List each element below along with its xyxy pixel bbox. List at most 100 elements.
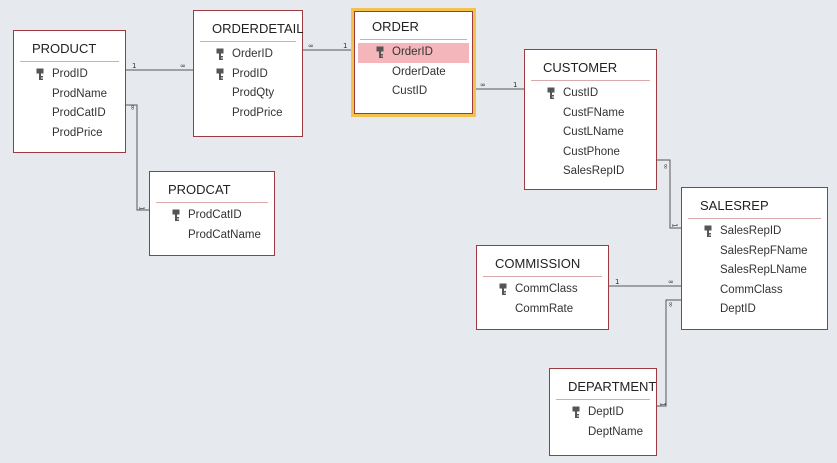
key-icon (172, 209, 180, 222)
link-department-salesrep[interactable] (657, 299, 681, 407)
field-row[interactable]: OrderID (198, 45, 298, 65)
field-list: SalesRepID SalesRepFName SalesRepLName C… (682, 219, 827, 320)
field-list: DeptID DeptName (550, 400, 656, 442)
card-product-prodcat-from: ∞ (128, 104, 137, 111)
key-icon (216, 48, 224, 61)
field-name: CustFName (563, 106, 625, 119)
table-order[interactable]: ORDER OrderID OrderDate CustID (351, 8, 476, 117)
field-row[interactable]: CommRate (481, 300, 604, 320)
field-row[interactable]: DeptID (554, 403, 652, 423)
table-title: PRODCAT (156, 172, 268, 203)
field-name: SalesRepID (563, 165, 625, 177)
table-orderdetail[interactable]: ORDERDETAIL OrderID ProdID ProdQty ProdP… (193, 10, 304, 137)
field-row[interactable]: OrderDate (358, 63, 469, 83)
field-name: CommRate (515, 302, 574, 315)
card-orderdetail-order-from: ∞ (308, 42, 314, 50)
card-commission-salesrep-from: 1 (615, 278, 620, 286)
field-name: ProdPrice (52, 126, 103, 139)
field-name: CustPhone (563, 145, 620, 158)
key-icon (572, 406, 580, 419)
table-title: DEPARTMENT (556, 369, 656, 400)
key-icon (704, 225, 712, 238)
key-icon (216, 68, 224, 81)
field-row[interactable]: ProdCatID (18, 104, 121, 124)
field-row[interactable]: ProdID (18, 65, 121, 85)
field-name: ProdCatID (188, 209, 242, 221)
field-row[interactable]: CustID (529, 84, 652, 104)
table-salesrep[interactable]: SALESREP SalesRepID SalesRepFName SalesR… (681, 187, 828, 330)
field-list: CommClass CommRate (477, 277, 608, 319)
field-list: ProdCatID ProdCatName (150, 203, 274, 245)
field-row[interactable]: CustPhone (529, 143, 652, 163)
key-icon (36, 68, 44, 81)
card-commission-salesrep-to: ∞ (668, 278, 674, 286)
field-row[interactable]: CommClass (481, 280, 604, 300)
card-order-customer-from: ∞ (480, 81, 486, 89)
card-order-customer-to: 1 (513, 81, 518, 89)
key-icon (499, 283, 507, 296)
field-name: OrderID (392, 46, 433, 58)
table-title: CUSTOMER (531, 50, 650, 81)
key-icon (376, 46, 384, 59)
field-list: CustID CustFName CustLName CustPhone Sal… (525, 81, 656, 182)
field-list: OrderID OrderDate CustID (354, 40, 473, 102)
field-name: CommClass (720, 283, 783, 296)
table-title: COMMISSION (483, 246, 602, 277)
field-name: DeptName (588, 425, 643, 438)
field-row-selected[interactable]: OrderID (358, 43, 469, 63)
field-list: ProdID ProdName ProdCatID ProdPrice (14, 62, 125, 143)
field-row[interactable]: ProdName (18, 85, 121, 105)
field-row[interactable]: SalesRepLName (686, 261, 823, 281)
field-row[interactable]: CommClass (686, 281, 823, 301)
card-orderdetail-order-to: 1 (343, 42, 348, 50)
field-name: DeptID (720, 303, 756, 315)
card-customer-salesrep-from: ∞ (661, 163, 670, 170)
field-name: CustLName (563, 126, 624, 138)
field-name: SalesRepLName (720, 264, 807, 276)
field-name: ProdCatID (52, 107, 106, 119)
field-row[interactable]: ProdPrice (18, 124, 121, 144)
field-name: ProdQty (232, 87, 275, 99)
field-name: ProdCatName (188, 228, 261, 241)
field-name: CommClass (515, 283, 578, 295)
link-product-prodcat[interactable] (126, 104, 149, 211)
field-name: ProdName (52, 87, 107, 100)
field-name: CustID (392, 85, 428, 97)
field-name: SalesRepID (720, 225, 782, 237)
field-row[interactable]: DeptID (686, 300, 823, 320)
card-department-salesrep-to: ∞ (666, 301, 675, 308)
field-name: ProdPrice (232, 106, 283, 119)
table-prodcat[interactable]: PRODCAT ProdCatID ProdCatName (149, 171, 275, 256)
table-commission[interactable]: COMMISSION CommClass CommRate (476, 245, 609, 330)
table-customer[interactable]: CUSTOMER CustID CustFName CustLName Cust… (524, 49, 657, 190)
field-row[interactable]: CustLName (529, 123, 652, 143)
field-name: CustID (563, 87, 599, 99)
field-row[interactable]: ProdID (198, 65, 298, 85)
field-row[interactable]: CustID (358, 82, 469, 102)
field-name: OrderID (232, 48, 273, 60)
field-row[interactable]: CustFName (529, 104, 652, 124)
field-row[interactable]: ProdPrice (198, 104, 298, 124)
field-name: DeptID (588, 406, 624, 418)
field-row[interactable]: SalesRepID (686, 222, 823, 242)
table-title: ORDER (360, 11, 467, 40)
field-row[interactable]: ProdQty (198, 84, 298, 104)
card-product-prodcat-to: 1 (137, 206, 146, 211)
table-product[interactable]: PRODUCT ProdID ProdName ProdCatID ProdPr… (13, 30, 126, 153)
table-title: ORDERDETAIL (200, 11, 304, 42)
key-icon (547, 87, 555, 100)
link-customer-salesrep[interactable] (657, 159, 681, 229)
card-customer-salesrep-to: 1 (670, 223, 679, 228)
field-row[interactable]: SalesRepID (529, 162, 652, 182)
field-row[interactable]: ProdCatID (154, 206, 270, 226)
field-list: OrderID ProdID ProdQty ProdPrice (194, 42, 302, 123)
field-name: OrderDate (392, 65, 446, 78)
field-row[interactable]: DeptName (554, 423, 652, 443)
card-department-salesrep-from: 1 (658, 402, 667, 407)
field-row[interactable]: SalesRepFName (686, 242, 823, 262)
card-product-orderdetail-to: ∞ (180, 62, 186, 70)
field-name: ProdID (52, 68, 88, 80)
field-row[interactable]: ProdCatName (154, 226, 270, 246)
table-department[interactable]: DEPARTMENT DeptID DeptName (549, 368, 657, 456)
